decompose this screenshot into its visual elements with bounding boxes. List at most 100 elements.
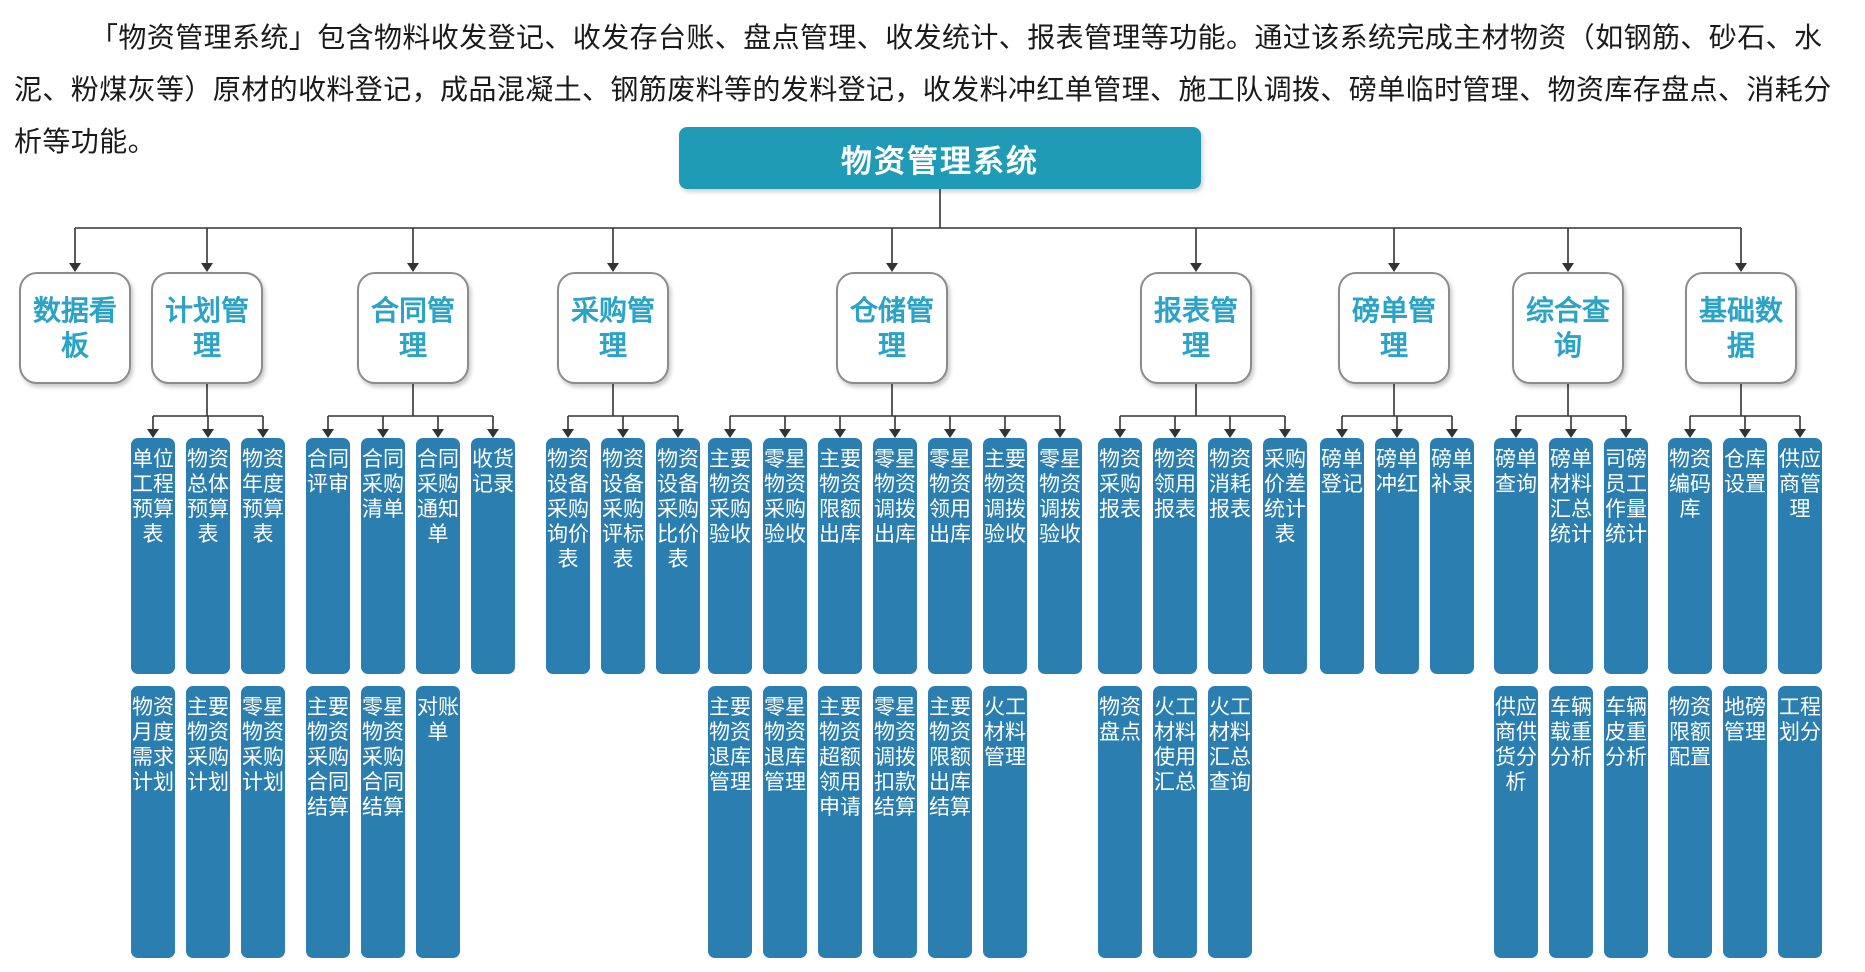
arrow-head [834, 429, 846, 438]
submodule-item: 收货记录 [471, 438, 515, 674]
module-box: 报表管理 [1140, 272, 1252, 384]
submodule-item: 合同评审 [306, 438, 350, 674]
arrow-head [432, 429, 444, 438]
submodule-item: 零星物资调拨扣款结算 [873, 686, 917, 958]
submodule-item: 仓库设置 [1723, 438, 1767, 674]
arrow-head [1190, 263, 1202, 272]
submodule-item: 主要物资采购计划 [186, 686, 230, 958]
submodule-item: 物资设备采购询价表 [546, 438, 590, 674]
arrow-head [1794, 429, 1806, 438]
arrow-head [407, 263, 419, 272]
submodule-item: 零星物资采购合同结算 [361, 686, 405, 958]
arrow-head [724, 429, 736, 438]
module-box: 仓储管理 [836, 272, 948, 384]
module-box: 合同管理 [357, 272, 469, 384]
submodule-item: 主要物资退库管理 [708, 686, 752, 958]
submodule-item: 工程划分 [1778, 686, 1822, 958]
submodule-item: 磅单查询 [1494, 438, 1538, 674]
arrow-head [1279, 429, 1291, 438]
submodule-item: 物资消耗报表 [1208, 438, 1252, 674]
submodule-item: 火工材料管理 [983, 686, 1027, 958]
arrow-head [487, 429, 499, 438]
arrow-head [257, 429, 269, 438]
submodule-item: 零星物资领用出库 [928, 438, 972, 674]
submodule-item: 司磅员工作量统计 [1604, 438, 1648, 674]
arrow-head [1739, 429, 1751, 438]
submodule-item: 主要物资采购验收 [708, 438, 752, 674]
arrow-head [1735, 263, 1747, 272]
submodule-item: 物资领用报表 [1153, 438, 1197, 674]
submodule-item: 磅单冲红 [1375, 438, 1419, 674]
submodule-item: 零星物资采购验收 [763, 438, 807, 674]
submodule-item: 主要物资限额出库 [818, 438, 862, 674]
arrow-head [1620, 429, 1632, 438]
submodule-item: 磅单登记 [1320, 438, 1364, 674]
submodule-item: 物资总体预算表 [186, 438, 230, 674]
arrow-head [1224, 429, 1236, 438]
arrow-head [1388, 263, 1400, 272]
module-box: 综合查询 [1512, 272, 1624, 384]
arrow-head [779, 429, 791, 438]
arrow-head [377, 429, 389, 438]
arrow-head [201, 263, 213, 272]
arrow-head [1684, 429, 1696, 438]
submodule-item: 物资采购报表 [1098, 438, 1142, 674]
module-box: 基础数据 [1685, 272, 1797, 384]
submodule-item: 零星物资调拨出库 [873, 438, 917, 674]
arrow-head [1054, 429, 1066, 438]
submodule-item: 供应商供货分析 [1494, 686, 1538, 958]
arrow-head [886, 263, 898, 272]
submodule-item: 物资编码库 [1668, 438, 1712, 674]
submodule-item: 火工材料使用汇总 [1153, 686, 1197, 958]
arrow-head [1169, 429, 1181, 438]
module-box: 计划管理 [151, 272, 263, 384]
submodule-item: 供应商管理 [1778, 438, 1822, 674]
arrow-head [1562, 263, 1574, 272]
arrow-head [944, 429, 956, 438]
submodule-item: 物资年度预算表 [241, 438, 285, 674]
arrow-head [1336, 429, 1348, 438]
submodule-item: 物资设备采购评标表 [601, 438, 645, 674]
arrow-head [562, 429, 574, 438]
arrow-head [672, 429, 684, 438]
intro-paragraph: 「物资管理系统」包含物料收发登记、收发存台账、盘点管理、收发统计、报表管理等功能… [14, 21, 1832, 158]
submodule-item: 磅单材料汇总统计 [1549, 438, 1593, 674]
submodule-item: 火工材料汇总查询 [1208, 686, 1252, 958]
submodule-item: 物资限额配置 [1668, 686, 1712, 958]
submodule-item: 物资盘点 [1098, 686, 1142, 958]
module-box: 数据看板 [19, 272, 131, 384]
submodule-item: 物资设备采购比价表 [656, 438, 700, 674]
arrow-head [999, 429, 1011, 438]
arrow-head [322, 429, 334, 438]
submodule-item: 合同采购清单 [361, 438, 405, 674]
arrow-head [889, 429, 901, 438]
submodule-item: 对账单 [416, 686, 460, 958]
submodule-item: 主要物资调拨验收 [983, 438, 1027, 674]
arrow-head [69, 263, 81, 272]
arrow-head [202, 429, 214, 438]
submodule-item: 磅单补录 [1430, 438, 1474, 674]
arrow-head [1391, 429, 1403, 438]
submodule-item: 主要物资超额领用申请 [818, 686, 862, 958]
submodule-item: 采购价差统计表 [1263, 438, 1307, 674]
arrow-head [1510, 429, 1522, 438]
submodule-item: 车辆载重分析 [1549, 686, 1593, 958]
arrow-head [147, 429, 159, 438]
submodule-item: 零星物资退库管理 [763, 686, 807, 958]
submodule-item: 地磅管理 [1723, 686, 1767, 958]
submodule-item: 零星物资调拨验收 [1038, 438, 1082, 674]
submodule-item: 物资月度需求计划 [131, 686, 175, 958]
module-box: 采购管理 [557, 272, 669, 384]
submodule-item: 零星物资采购计划 [241, 686, 285, 958]
submodule-item: 合同采购通知单 [416, 438, 460, 674]
arrow-head [1446, 429, 1458, 438]
submodule-item: 车辆皮重分析 [1604, 686, 1648, 958]
arrow-head [1565, 429, 1577, 438]
arrow-head [617, 429, 629, 438]
arrow-head [1114, 429, 1126, 438]
submodule-item: 单位工程预算表 [131, 438, 175, 674]
submodule-item: 主要物资采购合同结算 [306, 686, 350, 958]
arrow-head [607, 263, 619, 272]
submodule-item: 主要物资限额出库结算 [928, 686, 972, 958]
